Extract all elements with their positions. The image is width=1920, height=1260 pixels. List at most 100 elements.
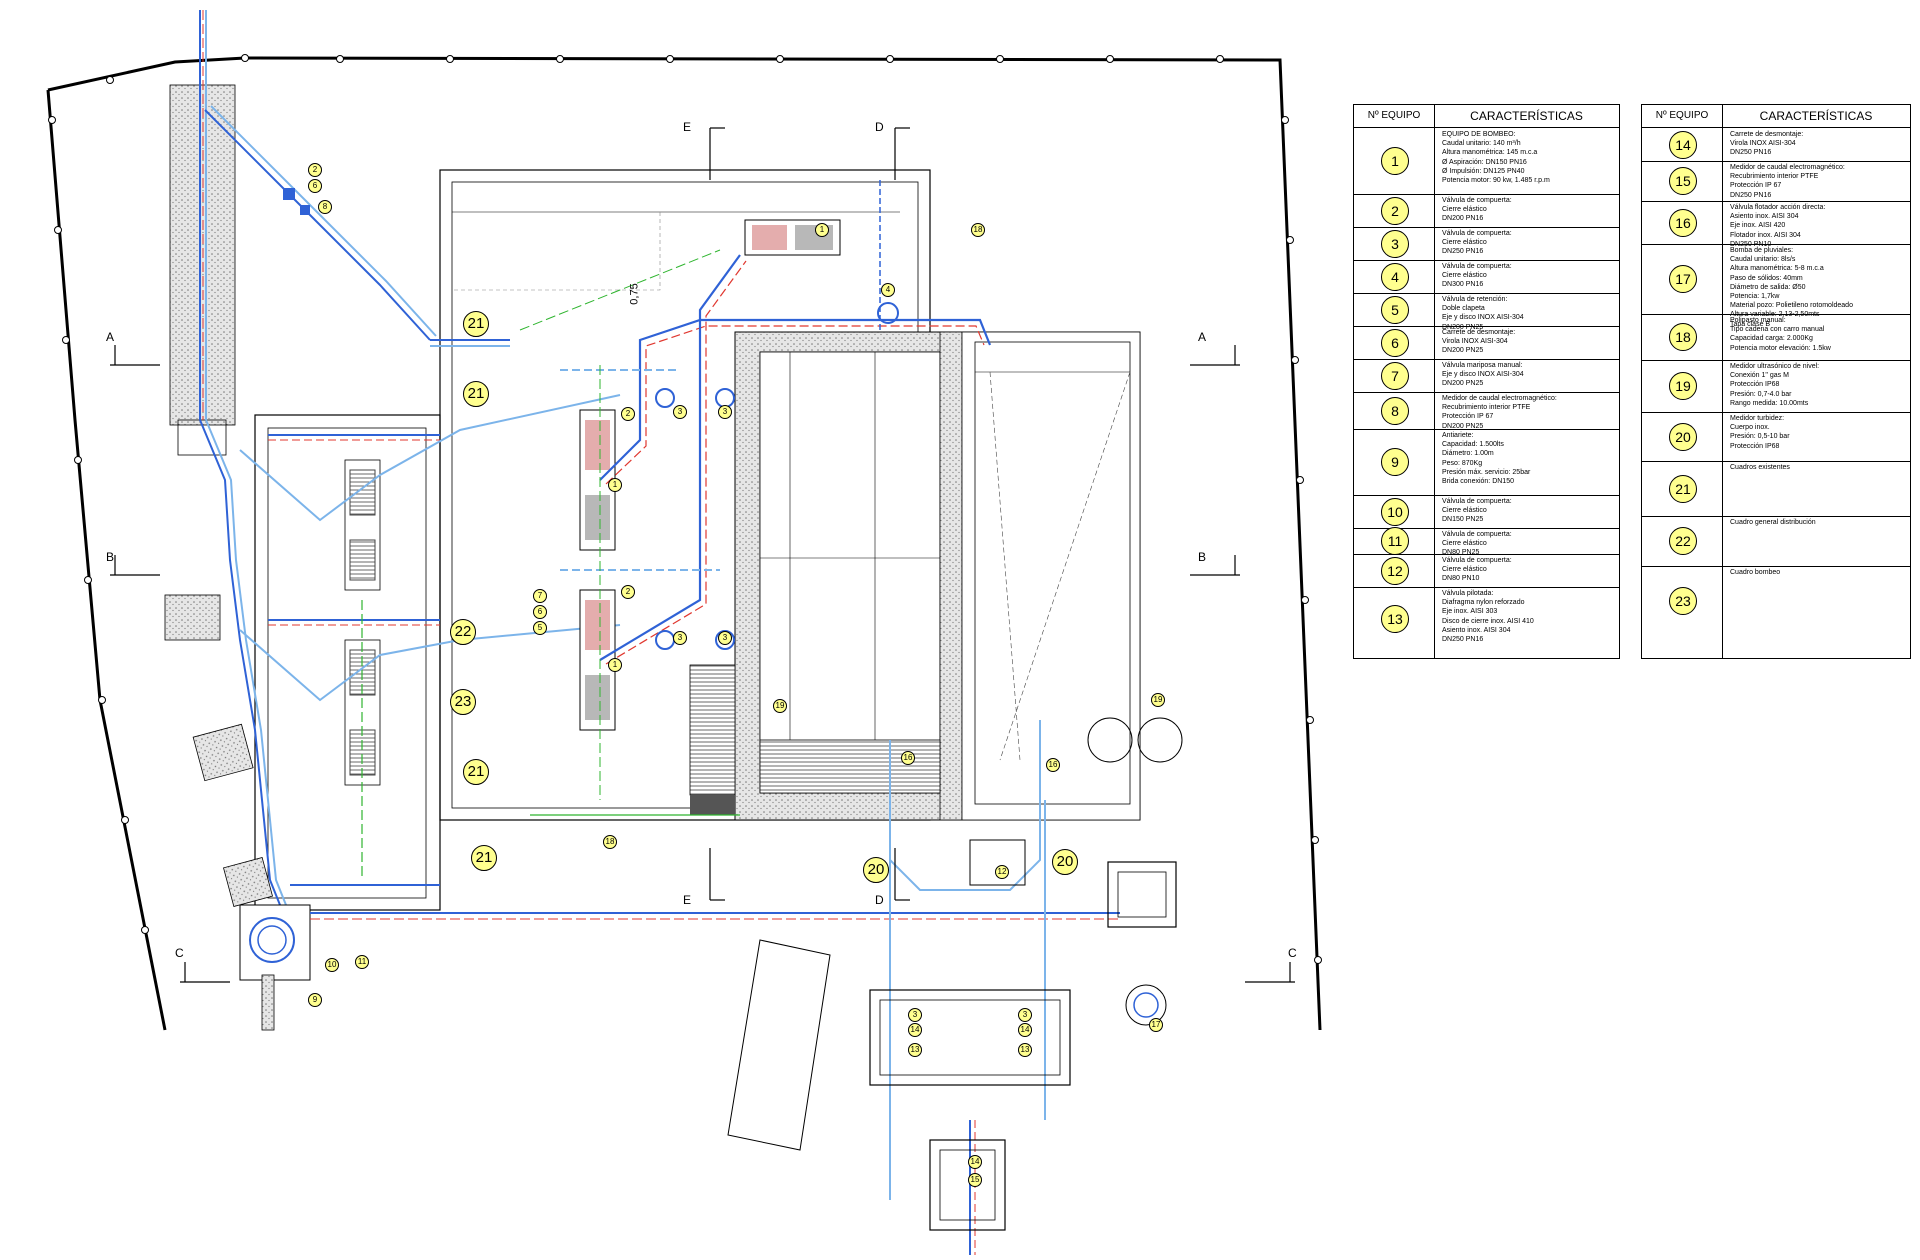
section-letter-d-top: D <box>875 120 884 134</box>
equipment-row: 6 Carrete de desmontaje: Virola INOX AISI… <box>1354 326 1619 360</box>
equipment-number: 13 <box>1381 604 1409 633</box>
equipment-description: EQUIPO DE BOMBEO: Caudal unitario: 140 m… <box>1442 131 1550 185</box>
equipment-number: 11 <box>1381 527 1409 555</box>
outlet-pipework <box>310 717 1183 1255</box>
plan-marker-8: 8 <box>318 200 332 214</box>
plan-marker-1: 1 <box>815 223 829 237</box>
plan-marker-5: 5 <box>533 621 547 635</box>
equipment-row: 15 Medidor de caudal electromagnético: Re… <box>1642 161 1910 202</box>
header-caracteristicas: CARACTERÍSTICAS <box>1470 109 1583 123</box>
section-letter-c-left: C <box>175 946 184 960</box>
inlet-pipeline <box>164 10 311 1031</box>
plan-marker-21: 21 <box>471 845 497 871</box>
equipment-number: 18 <box>1669 323 1697 351</box>
section-letter-b-right: B <box>1198 550 1207 564</box>
plan-marker-18: 18 <box>971 223 985 237</box>
dimension-label: 0,75 <box>628 283 641 305</box>
diagonal-inlet-pipe <box>204 105 510 347</box>
equipment-number: 15 <box>1669 167 1697 195</box>
property-boundary <box>46 54 1322 1031</box>
plan-marker-7: 7 <box>533 589 547 603</box>
equipment-number: 12 <box>1381 556 1409 585</box>
plan-marker-2: 2 <box>308 163 322 177</box>
equipment-number: 9 <box>1381 448 1409 476</box>
equipment-description: Carrete de desmontaje: Virola INOX AISI-… <box>1442 329 1516 355</box>
plan-marker-13: 13 <box>1018 1043 1032 1057</box>
equipment-description: Válvula de compuerta: Cierre elástico DN… <box>1442 230 1512 256</box>
equipment-description: Válvula de compuerta: Cierre elástico DN… <box>1442 531 1512 557</box>
equipment-number: 16 <box>1669 208 1697 237</box>
section-letter-e-bottom: E <box>683 893 692 907</box>
equipment-number: 5 <box>1381 295 1409 324</box>
equipment-row: 16 Válvula flotador acción directa: Asien… <box>1642 201 1910 248</box>
plan-marker-17: 17 <box>1149 1018 1163 1032</box>
equipment-description: Válvula pilotada: Diafragma nylon reforz… <box>1442 590 1534 644</box>
plan-marker-6: 6 <box>308 179 322 193</box>
equipment-number: 20 <box>1669 422 1697 451</box>
plan-marker-14: 14 <box>908 1023 922 1037</box>
section-cuts <box>110 127 1295 983</box>
equipment-description: Medidor de caudal electromagnético: Recu… <box>1730 164 1845 199</box>
plan-marker-21: 21 <box>463 311 489 337</box>
equipment-number: 14 <box>1669 130 1697 159</box>
section-letter-b-left: B <box>106 550 115 564</box>
equipment-description: Medidor ultrasónico de nivel: Conexión 1… <box>1730 363 1820 407</box>
plan-marker-3: 3 <box>673 405 687 419</box>
plan-marker-16: 16 <box>901 751 915 765</box>
plan-marker-16: 16 <box>1046 758 1060 772</box>
equipment-number: 10 <box>1381 497 1409 526</box>
plan-marker-2: 2 <box>621 585 635 599</box>
equipment-description: Medidor turbidez: Cuerpo inox. Presión: … <box>1730 415 1790 450</box>
equipment-row: 5 Válvula de retención: Doble clapeta Eje… <box>1354 293 1619 331</box>
equipment-number: 6 <box>1381 328 1409 357</box>
plan-marker-10: 10 <box>325 958 339 972</box>
equipment-description: Válvula de compuerta: Cierre elástico DN… <box>1442 557 1512 583</box>
plan-marker-12: 12 <box>995 865 1009 879</box>
plan-marker-2: 2 <box>621 407 635 421</box>
equipment-description: Válvula flotador acción directa: Asiento… <box>1730 204 1826 248</box>
equipment-description: Bomba de pluviales: Caudal unitario: 8ls… <box>1730 247 1853 328</box>
equipment-number: 22 <box>1669 527 1697 555</box>
equipment-number: 17 <box>1669 265 1697 293</box>
table-header: Nº EQUIPO CARACTERÍSTICAS <box>1642 105 1910 128</box>
equipment-description: Válvula de compuerta: Cierre elástico DN… <box>1442 197 1512 223</box>
plan-marker-3: 3 <box>718 631 732 645</box>
plan-marker-3: 3 <box>908 1008 922 1022</box>
header-equipo: Nº EQUIPO <box>1367 110 1421 121</box>
equipment-row: 3 Válvula de compuerta: Cierre elástico D… <box>1354 227 1619 261</box>
equipment-number: 8 <box>1381 396 1409 425</box>
equipment-description: Cuadro general distribución <box>1730 519 1816 526</box>
equipment-number: 4 <box>1381 262 1409 291</box>
plan-marker-19: 19 <box>773 699 787 713</box>
equipment-row: 2 Válvula de compuerta: Cierre elástico D… <box>1354 194 1619 228</box>
equipment-number: 7 <box>1381 361 1409 390</box>
plan-marker-22: 22 <box>450 619 476 645</box>
equipment-number: 2 <box>1381 196 1409 225</box>
equipment-description: Válvula de retención: Doble clapeta Eje … <box>1442 296 1524 331</box>
equipment-description: Válvula de compuerta: Cierre elástico DN… <box>1442 263 1512 289</box>
equipment-number: 23 <box>1669 587 1697 615</box>
equipment-number: 21 <box>1669 474 1697 503</box>
plan-marker-3: 3 <box>673 631 687 645</box>
equipment-number: 3 <box>1381 229 1409 258</box>
plan-marker-15: 15 <box>968 1173 982 1187</box>
screen-units <box>239 394 621 886</box>
plan-marker-11: 11 <box>355 955 369 969</box>
plan-marker-23: 23 <box>450 689 476 715</box>
equipment-row: 22 Cuadro general distribución <box>1642 516 1910 567</box>
equipment-description: Polipasto manual: Tipo cadena con carro … <box>1730 317 1831 352</box>
plan-marker-3: 3 <box>718 405 732 419</box>
section-letter-a-left: A <box>106 330 115 344</box>
plan-marker-3: 3 <box>1018 1008 1032 1022</box>
section-letter-d-bottom: D <box>875 893 884 907</box>
section-letter-a-right: A <box>1198 330 1207 344</box>
plan-marker-19: 19 <box>1151 693 1165 707</box>
plan-marker-6: 6 <box>533 605 547 619</box>
plan-marker-21: 21 <box>463 759 489 785</box>
